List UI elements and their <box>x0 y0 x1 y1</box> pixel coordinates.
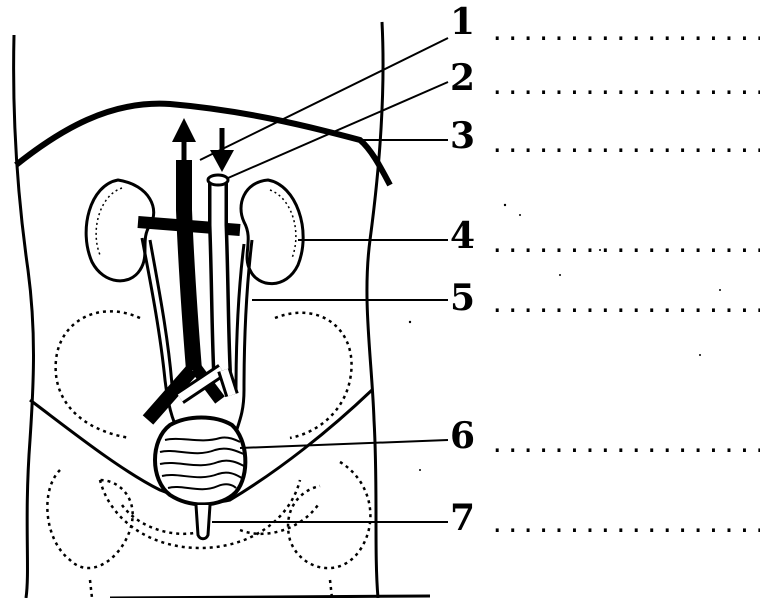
urethra <box>196 505 210 539</box>
answer-line[interactable]: ........................................ <box>490 232 760 256</box>
label-number: 5 <box>450 280 475 316</box>
left-kidney <box>86 180 154 281</box>
answer-line[interactable]: ........................................ <box>490 132 760 156</box>
bladder <box>155 418 245 505</box>
answer-line[interactable]: ........................................ <box>490 292 760 316</box>
label-number: 6 <box>450 418 475 454</box>
label-number: 2 <box>450 60 475 96</box>
answer-line[interactable]: ........................................ <box>490 512 760 536</box>
answer-line[interactable]: ........................................ <box>490 20 760 44</box>
answer-line[interactable]: ........................................ <box>490 74 760 98</box>
diaphragm-line <box>16 104 390 185</box>
up-arrow-icon <box>172 118 196 165</box>
answer-line[interactable]: ........................................ <box>490 432 760 456</box>
label-number: 3 <box>450 118 475 154</box>
label-number: 7 <box>450 500 475 536</box>
label-number: 1 <box>450 4 475 40</box>
label-number: 4 <box>450 218 475 254</box>
